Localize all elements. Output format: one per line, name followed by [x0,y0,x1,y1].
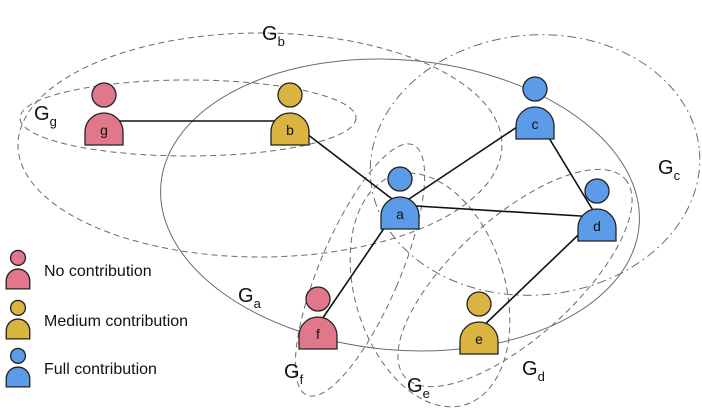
edge-a-d [399,204,598,218]
group-ellipse-gb [17,32,503,258]
node-e-label: e [475,331,483,347]
group-label-gd: Gd [522,358,545,384]
node-b-body [270,112,310,146]
node-a-body [380,196,420,230]
group-ellipse-gc [369,34,701,296]
node-b: b [270,82,310,146]
node-g-label: g [100,122,108,138]
node-c-body [515,106,555,140]
legend-icon-full-body [5,366,31,388]
group-label-gc: Gc [658,157,681,183]
node-f: f [298,286,338,350]
node-a: a [380,166,420,230]
legend-icon-medium-head [9,299,27,316]
group-label-ga: Ga [238,285,262,311]
node-d-label: d [593,218,601,234]
edge-a-c [399,114,536,206]
node-c-head [522,76,548,102]
group-label-gg: Gg [34,103,57,129]
node-b-label: b [286,122,294,138]
node-f-head [305,286,331,312]
legend-label-full: Full contribution [44,361,157,378]
legend-icon-none [5,249,31,290]
node-f-label: f [316,326,320,342]
legend-icon-none-body [5,268,31,290]
edge-d-e [478,216,598,331]
node-g-head [91,82,117,108]
legend-label-medium: Medium contribution [44,313,188,330]
node-e-body [459,321,499,355]
node-g: g [84,82,124,146]
node-e-head [466,291,492,317]
legend-icon-full-head [9,347,27,364]
node-a-head [387,166,413,192]
legend-icon-none-head [9,249,27,266]
group-label-gb: Gb [262,23,285,49]
legend-icon-medium [5,299,31,340]
node-d: d [577,178,617,242]
node-c: c [515,76,555,140]
node-c-label: c [532,116,539,132]
node-d-head [584,178,610,204]
nodes-layer: g b c a d f e [84,76,617,355]
legend-label-none: No contribution [44,263,152,280]
node-b-head [277,82,303,108]
node-f-body [298,316,338,350]
node-g-body [84,112,124,146]
group-ellipse-gd [397,168,633,388]
edges-layer [104,114,598,331]
node-d-body [577,208,617,242]
group-label-gf: Gf [284,361,304,387]
legend-icon-medium-body [5,318,31,340]
groups-layer [17,32,701,408]
group-ellipse-ge [349,172,511,408]
group-ellipse-gf [294,143,426,397]
group-ellipse-ga [160,58,640,352]
group-label-ge: Ge [407,375,430,401]
group-ellipse-gg [19,79,357,157]
node-e: e [459,291,499,355]
legend-icon-full [5,347,31,388]
node-a-label: a [396,206,404,222]
